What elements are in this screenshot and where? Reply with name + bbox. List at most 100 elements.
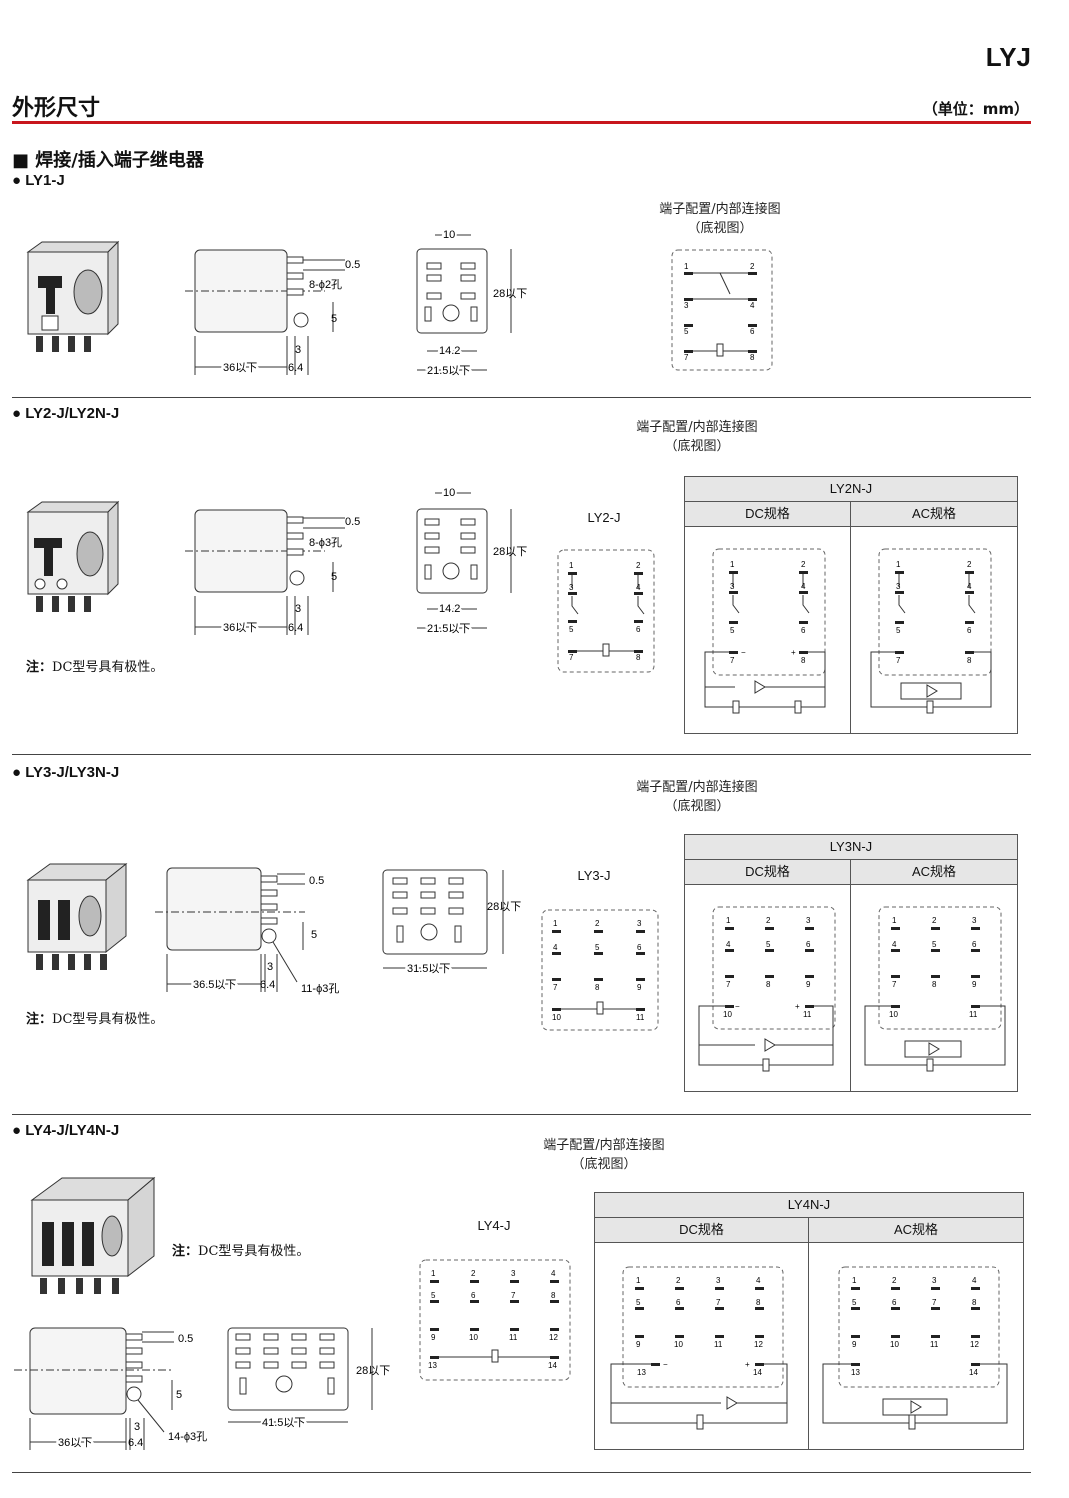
- svg-text:10: 10: [443, 487, 455, 499]
- pin-caption-ly1: 端子配置/内部连接图 （底视图）: [659, 202, 781, 236]
- svg-text:28以下: 28以下: [356, 1365, 390, 1377]
- model-heading-ly3: ● LY3-J/LY3N-J: [12, 764, 120, 781]
- svg-text:11: 11: [803, 1010, 812, 1019]
- svg-text:5: 5: [176, 1389, 182, 1401]
- svg-text:11-ϕ3孔: 11-ϕ3孔: [301, 982, 339, 995]
- svg-text:5: 5: [684, 327, 689, 336]
- svg-text:8: 8: [967, 656, 972, 665]
- svg-text:0.5: 0.5: [345, 516, 360, 528]
- svg-text:3: 3: [684, 301, 689, 310]
- svg-text:10: 10: [552, 1013, 561, 1022]
- svg-text:3: 3: [295, 603, 301, 615]
- svg-text:8: 8: [595, 983, 600, 992]
- svg-text:6: 6: [676, 1298, 681, 1307]
- svg-text:3: 3: [267, 961, 273, 973]
- svg-text:8: 8: [750, 353, 755, 362]
- svg-text:10: 10: [723, 1010, 732, 1019]
- pin-caption-ly4: 端子配置/内部连接图 （底视图）: [543, 1138, 665, 1172]
- svg-text:5: 5: [431, 1291, 436, 1300]
- dim-w142: 14.2: [439, 345, 460, 357]
- dim-d64: 6.4: [288, 362, 303, 374]
- bottom-view-ly3: 28以下 31.5以下: [382, 869, 521, 977]
- dim-d5: 5: [331, 313, 337, 325]
- svg-text:−: −: [735, 1002, 740, 1011]
- svg-text:11: 11: [930, 1340, 939, 1349]
- svg-text:11: 11: [509, 1333, 518, 1342]
- svg-text:2: 2: [932, 916, 937, 925]
- svg-text:4: 4: [750, 301, 755, 310]
- svg-text:11: 11: [636, 1013, 645, 1022]
- svg-text:5: 5: [311, 929, 317, 941]
- svg-text:3: 3: [932, 1276, 937, 1285]
- svg-text:12: 12: [754, 1340, 763, 1349]
- table-title: LY2N-J: [685, 477, 1017, 502]
- svg-text:1: 1: [852, 1276, 857, 1285]
- svg-text:3: 3: [716, 1276, 721, 1285]
- svg-text:8: 8: [972, 1298, 977, 1307]
- svg-text:21.5以下: 21.5以下: [427, 623, 470, 635]
- svg-text:14.2: 14.2: [439, 603, 460, 615]
- dc-header: DC规格: [685, 860, 851, 885]
- svg-text:2: 2: [892, 1276, 897, 1285]
- svg-text:8-ϕ3孔: 8-ϕ3孔: [309, 536, 342, 549]
- svg-text:7: 7: [569, 653, 574, 662]
- svg-text:6: 6: [801, 626, 806, 635]
- svg-text:5: 5: [730, 626, 735, 635]
- dim-d05: 0.5: [345, 259, 360, 271]
- dc-header: DC规格: [595, 1218, 809, 1243]
- svg-text:1: 1: [684, 262, 689, 271]
- svg-text:6: 6: [892, 1298, 897, 1307]
- svg-text:36以下: 36以下: [223, 622, 257, 634]
- svg-text:4: 4: [892, 940, 897, 949]
- dim-h28: 28以下: [493, 288, 527, 300]
- svg-text:4: 4: [553, 943, 558, 952]
- section-heading: ■ 焊接/插入端子继电器: [12, 146, 204, 172]
- svg-text:6.4: 6.4: [260, 979, 275, 991]
- svg-text:8: 8: [801, 656, 806, 665]
- svg-text:6: 6: [471, 1291, 476, 1300]
- svg-text:7: 7: [892, 980, 897, 989]
- circle-bullet-icon: ●: [12, 405, 22, 422]
- svg-text:8: 8: [766, 980, 771, 989]
- side-view-ly2: 0.5 8-ϕ3孔 5 3 36以下 6.4: [185, 509, 360, 636]
- svg-text:10: 10: [889, 1010, 898, 1019]
- dc-header: DC规格: [685, 502, 851, 527]
- svg-text:2: 2: [801, 560, 806, 569]
- svg-text:11: 11: [969, 1010, 978, 1019]
- svg-text:1: 1: [730, 560, 735, 569]
- ac-header: AC规格: [851, 502, 1017, 527]
- dim-len: 36以下: [223, 362, 257, 374]
- svg-text:2: 2: [471, 1269, 476, 1278]
- svg-text:12: 12: [549, 1333, 558, 1342]
- ly4-label: LY4-J: [477, 1218, 511, 1233]
- svg-text:3: 3: [972, 916, 977, 925]
- table-title: LY4N-J: [595, 1193, 1023, 1218]
- svg-text:2: 2: [766, 916, 771, 925]
- svg-text:3: 3: [511, 1269, 516, 1278]
- svg-text:5: 5: [595, 943, 600, 952]
- svg-text:41.5以下: 41.5以下: [262, 1417, 305, 1429]
- side-view-ly1: 0.5 8-ϕ2孔 5 3 36以下 6.4: [185, 249, 360, 376]
- svg-text:12: 12: [970, 1340, 979, 1349]
- svg-text:1: 1: [896, 560, 901, 569]
- title-rule: [12, 121, 1031, 124]
- svg-text:8: 8: [551, 1291, 556, 1300]
- section-divider: [12, 397, 1031, 398]
- relay-photo-ly2: [26, 500, 120, 612]
- svg-text:2: 2: [636, 561, 641, 570]
- svg-text:7: 7: [730, 656, 735, 665]
- svg-text:4: 4: [636, 583, 641, 592]
- svg-text:14: 14: [753, 1368, 762, 1377]
- dim-d3: 3: [295, 344, 301, 356]
- bottom-view-ly2: 10 28以下 14.2 21.5以下: [416, 485, 527, 637]
- svg-text:2: 2: [967, 560, 972, 569]
- ac-header: AC规格: [851, 860, 1017, 885]
- svg-text:31.5以下: 31.5以下: [407, 963, 450, 975]
- svg-text:14-ϕ3孔: 14-ϕ3孔: [168, 1430, 207, 1443]
- dim-w10: 10: [443, 229, 455, 241]
- svg-text:2: 2: [595, 919, 600, 928]
